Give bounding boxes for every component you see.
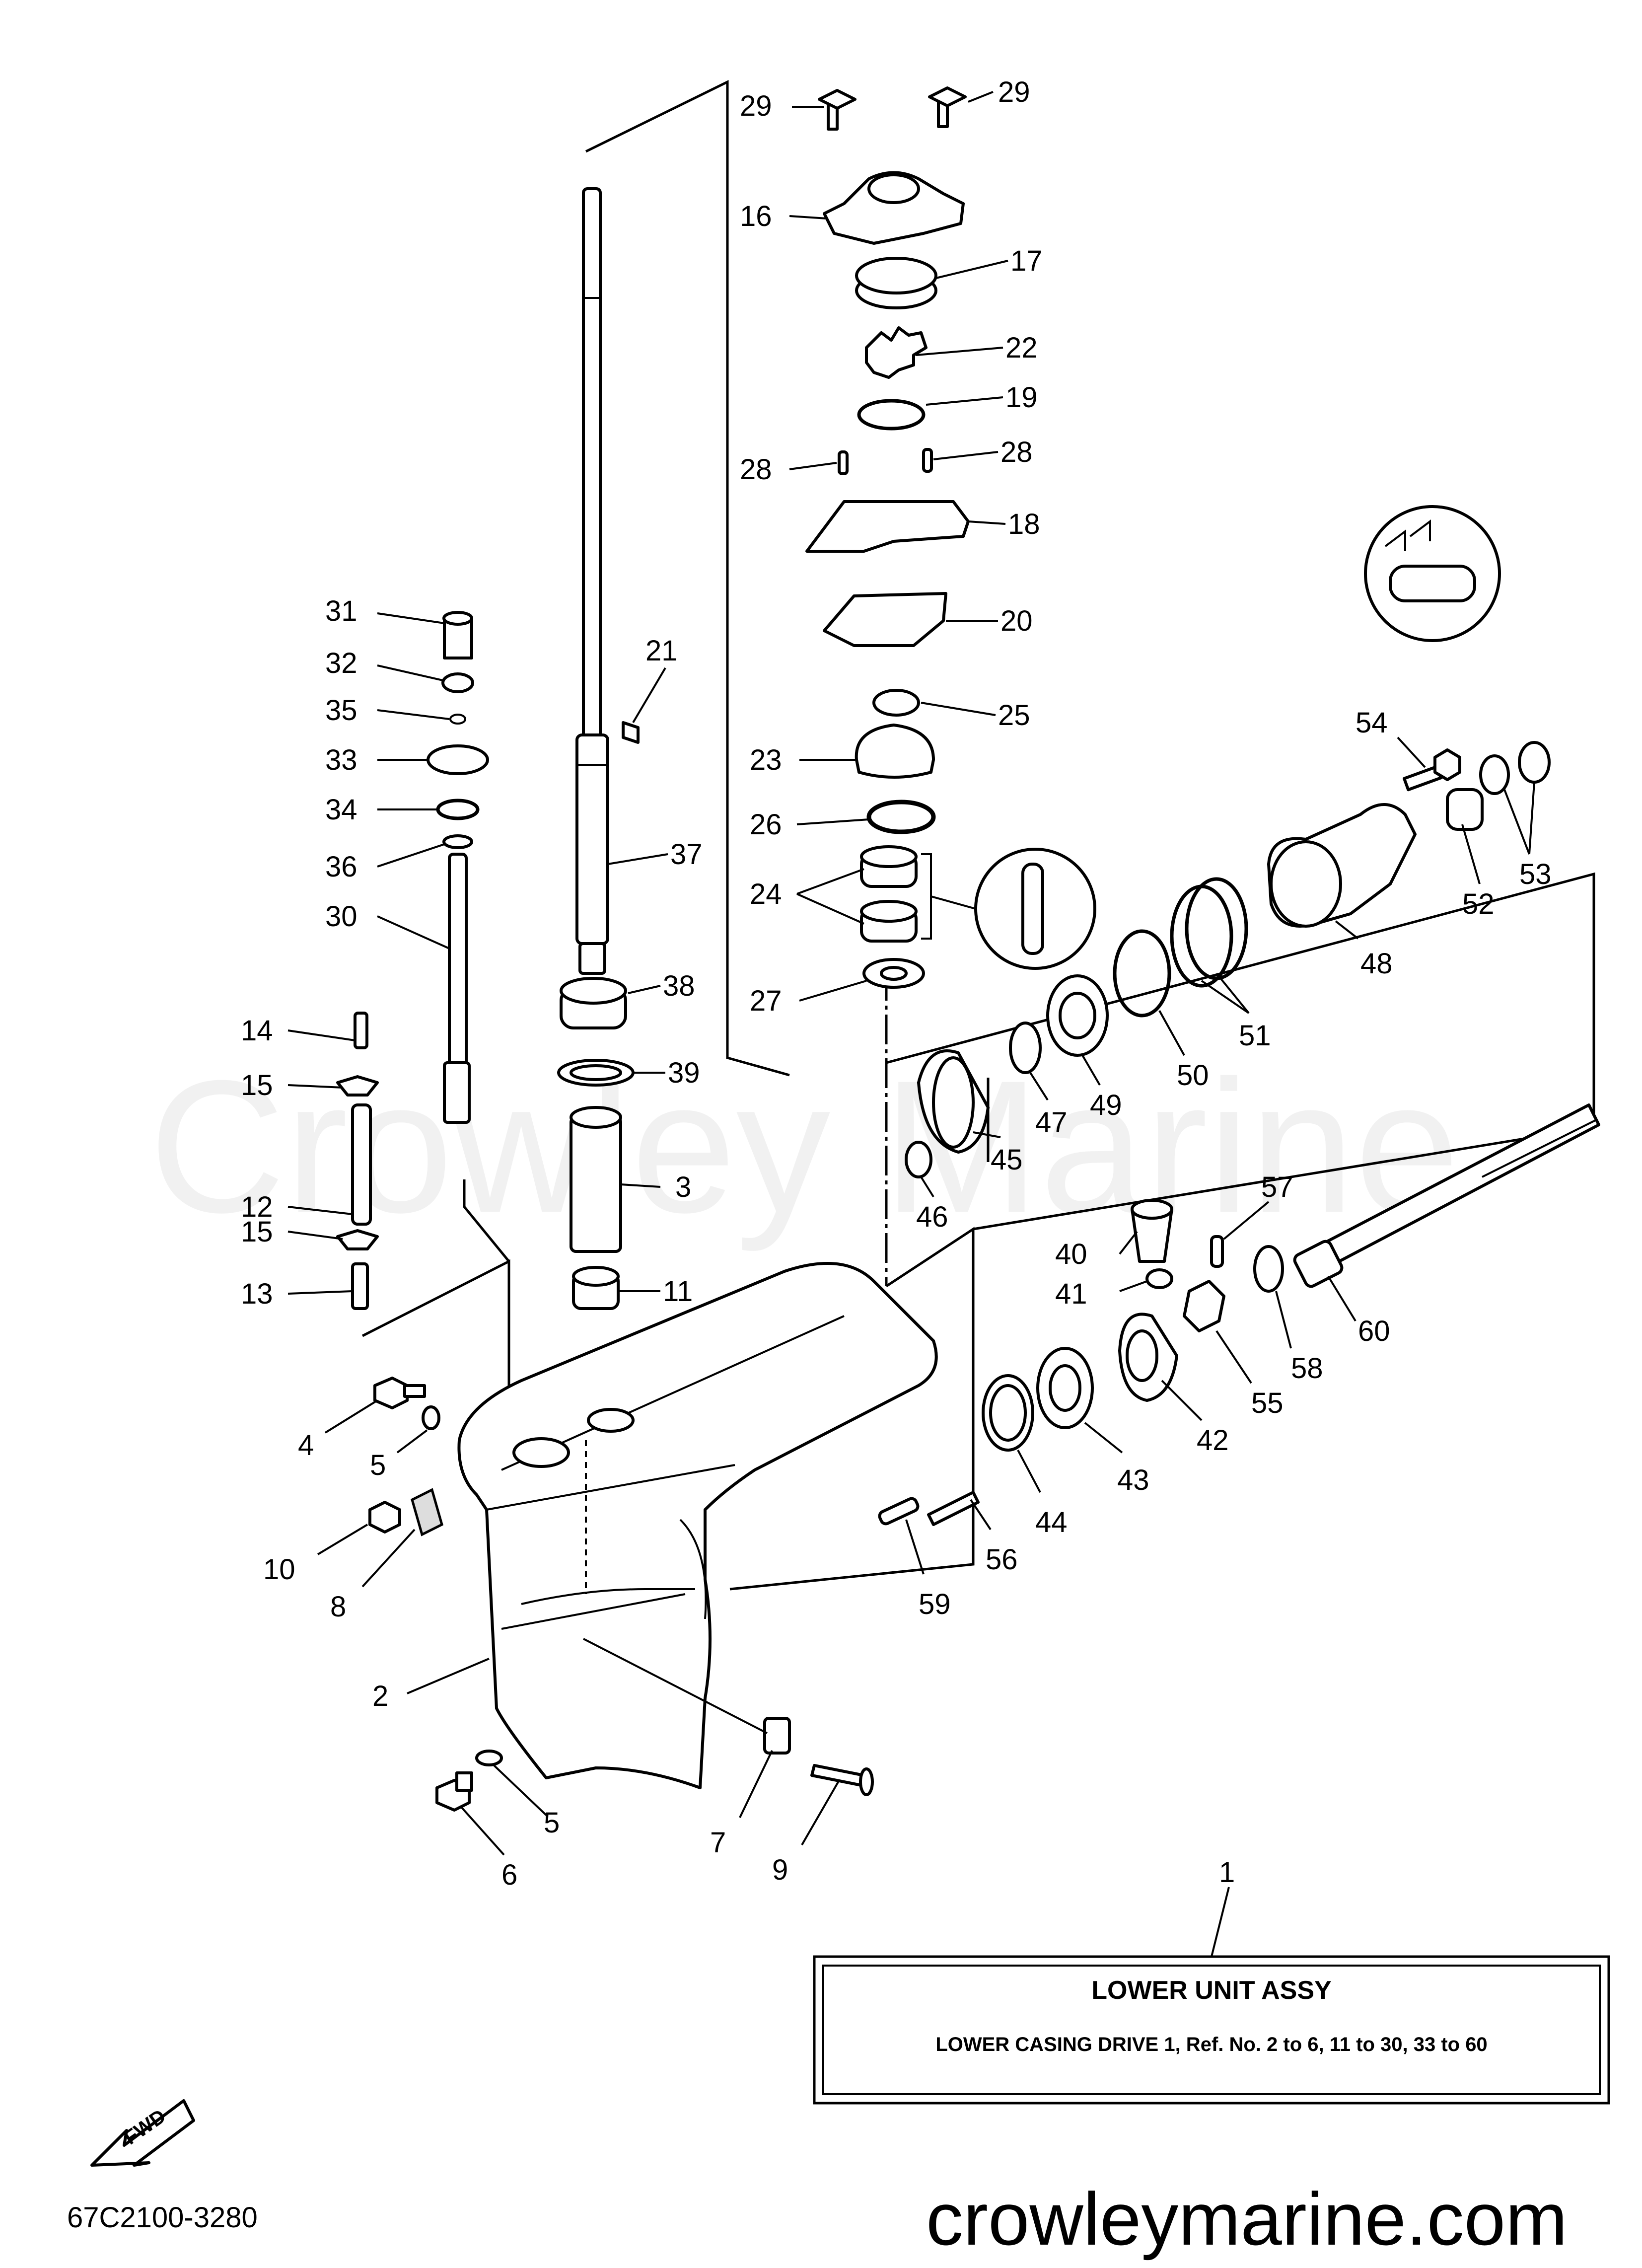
callout-11: 11 [663, 1275, 693, 1308]
lower-casing [457, 1262, 938, 1789]
callout-25: 25 [998, 699, 1030, 732]
callout-32: 32 [325, 647, 357, 679]
callout-12: 12 [241, 1191, 273, 1223]
callout-54: 54 [1356, 707, 1388, 739]
callout-22: 22 [1005, 332, 1038, 364]
callout-7: 7 [710, 1827, 726, 1859]
callout-28: 28 [1000, 436, 1033, 468]
assembly-frame-lines [361, 79, 1595, 1591]
callout-5: 5 [370, 1449, 386, 1481]
title-box-title: LOWER UNIT ASSY [1091, 1976, 1331, 2005]
callout-3: 3 [675, 1171, 691, 1203]
callout-18: 18 [1008, 508, 1040, 540]
callout-31: 31 [325, 595, 357, 627]
water-pump-parts [622, 86, 1096, 989]
callout-35: 35 [325, 694, 357, 727]
callout-15: 15 [241, 1069, 273, 1101]
drive-shaft [575, 187, 609, 975]
callout-47: 47 [1035, 1106, 1068, 1139]
callout-48: 48 [1360, 948, 1393, 980]
callout-45: 45 [991, 1144, 1023, 1176]
callout-59: 59 [919, 1588, 951, 1620]
callout-60: 60 [1358, 1315, 1390, 1347]
callout-15: 15 [241, 1216, 273, 1248]
callout-21: 21 [645, 635, 678, 667]
callout-36: 36 [325, 851, 357, 883]
callout-23: 23 [750, 744, 782, 776]
callout-40: 40 [1055, 1238, 1087, 1270]
callout-4: 4 [298, 1429, 314, 1462]
callout-41: 41 [1055, 1278, 1087, 1310]
shift-rod-parts [336, 611, 489, 1310]
callout-29: 29 [998, 76, 1030, 108]
callout-8: 8 [330, 1591, 346, 1623]
callout-26: 26 [750, 808, 782, 841]
callout-49: 49 [1090, 1089, 1122, 1121]
title-box: LOWER UNIT ASSY LOWER CASING DRIVE 1, Re… [813, 1955, 1610, 2105]
callout-53: 53 [1519, 858, 1552, 890]
callout-20: 20 [1000, 605, 1033, 637]
callout-50: 50 [1177, 1059, 1209, 1092]
callout-10: 10 [263, 1553, 295, 1586]
callout-58: 58 [1291, 1352, 1323, 1385]
callout-51: 51 [1239, 1020, 1271, 1052]
callout-numbers: 29 29 16 17 22 19 28 28 18 20 25 23 26 2… [241, 76, 1552, 1891]
callout-42: 42 [1197, 1424, 1229, 1457]
callout-17: 17 [1010, 245, 1043, 277]
callout-30: 30 [325, 900, 357, 933]
callout-39: 39 [668, 1057, 700, 1089]
callout-29: 29 [740, 90, 772, 122]
callout-14: 14 [241, 1015, 273, 1047]
callout-9: 9 [772, 1854, 788, 1886]
callout-6: 6 [501, 1859, 517, 1891]
callout-19: 19 [1005, 381, 1038, 414]
watermark-text: Crowley Marine [149, 1041, 1460, 1253]
callout-46: 46 [916, 1201, 948, 1233]
callout-27: 27 [750, 985, 782, 1017]
fwd-arrow-icon: FWD [90, 2099, 195, 2167]
diagram-code: 67C2100-3280 [67, 2201, 258, 2234]
title-box-subtitle: LOWER CASING DRIVE 1, Ref. No. 2 to 6, 1… [935, 2034, 1487, 2055]
bearing-sleeve-parts [557, 977, 635, 1310]
callout-33: 33 [325, 744, 357, 776]
callout-28: 28 [740, 453, 772, 486]
leader-lines [287, 91, 1535, 1957]
website-text: crowleymarine.com [926, 2177, 1568, 2261]
callout-56: 56 [986, 1543, 1018, 1576]
callout-1: 1 [1219, 1856, 1235, 1889]
propeller-shaft-parts [878, 505, 1600, 1526]
callout-24: 24 [750, 878, 782, 910]
callout-16: 16 [740, 200, 772, 232]
callout-38: 38 [663, 970, 695, 1002]
callout-13: 13 [241, 1278, 273, 1310]
callout-43: 43 [1117, 1464, 1149, 1496]
casing-fasteners [368, 1377, 874, 1812]
callout-52: 52 [1462, 888, 1495, 920]
callout-57: 57 [1261, 1171, 1293, 1203]
callout-44: 44 [1035, 1506, 1068, 1538]
callout-37: 37 [670, 838, 703, 871]
callout-55: 55 [1251, 1387, 1284, 1419]
callout-34: 34 [325, 794, 357, 826]
callout-5: 5 [544, 1807, 560, 1839]
callout-2: 2 [372, 1680, 388, 1712]
